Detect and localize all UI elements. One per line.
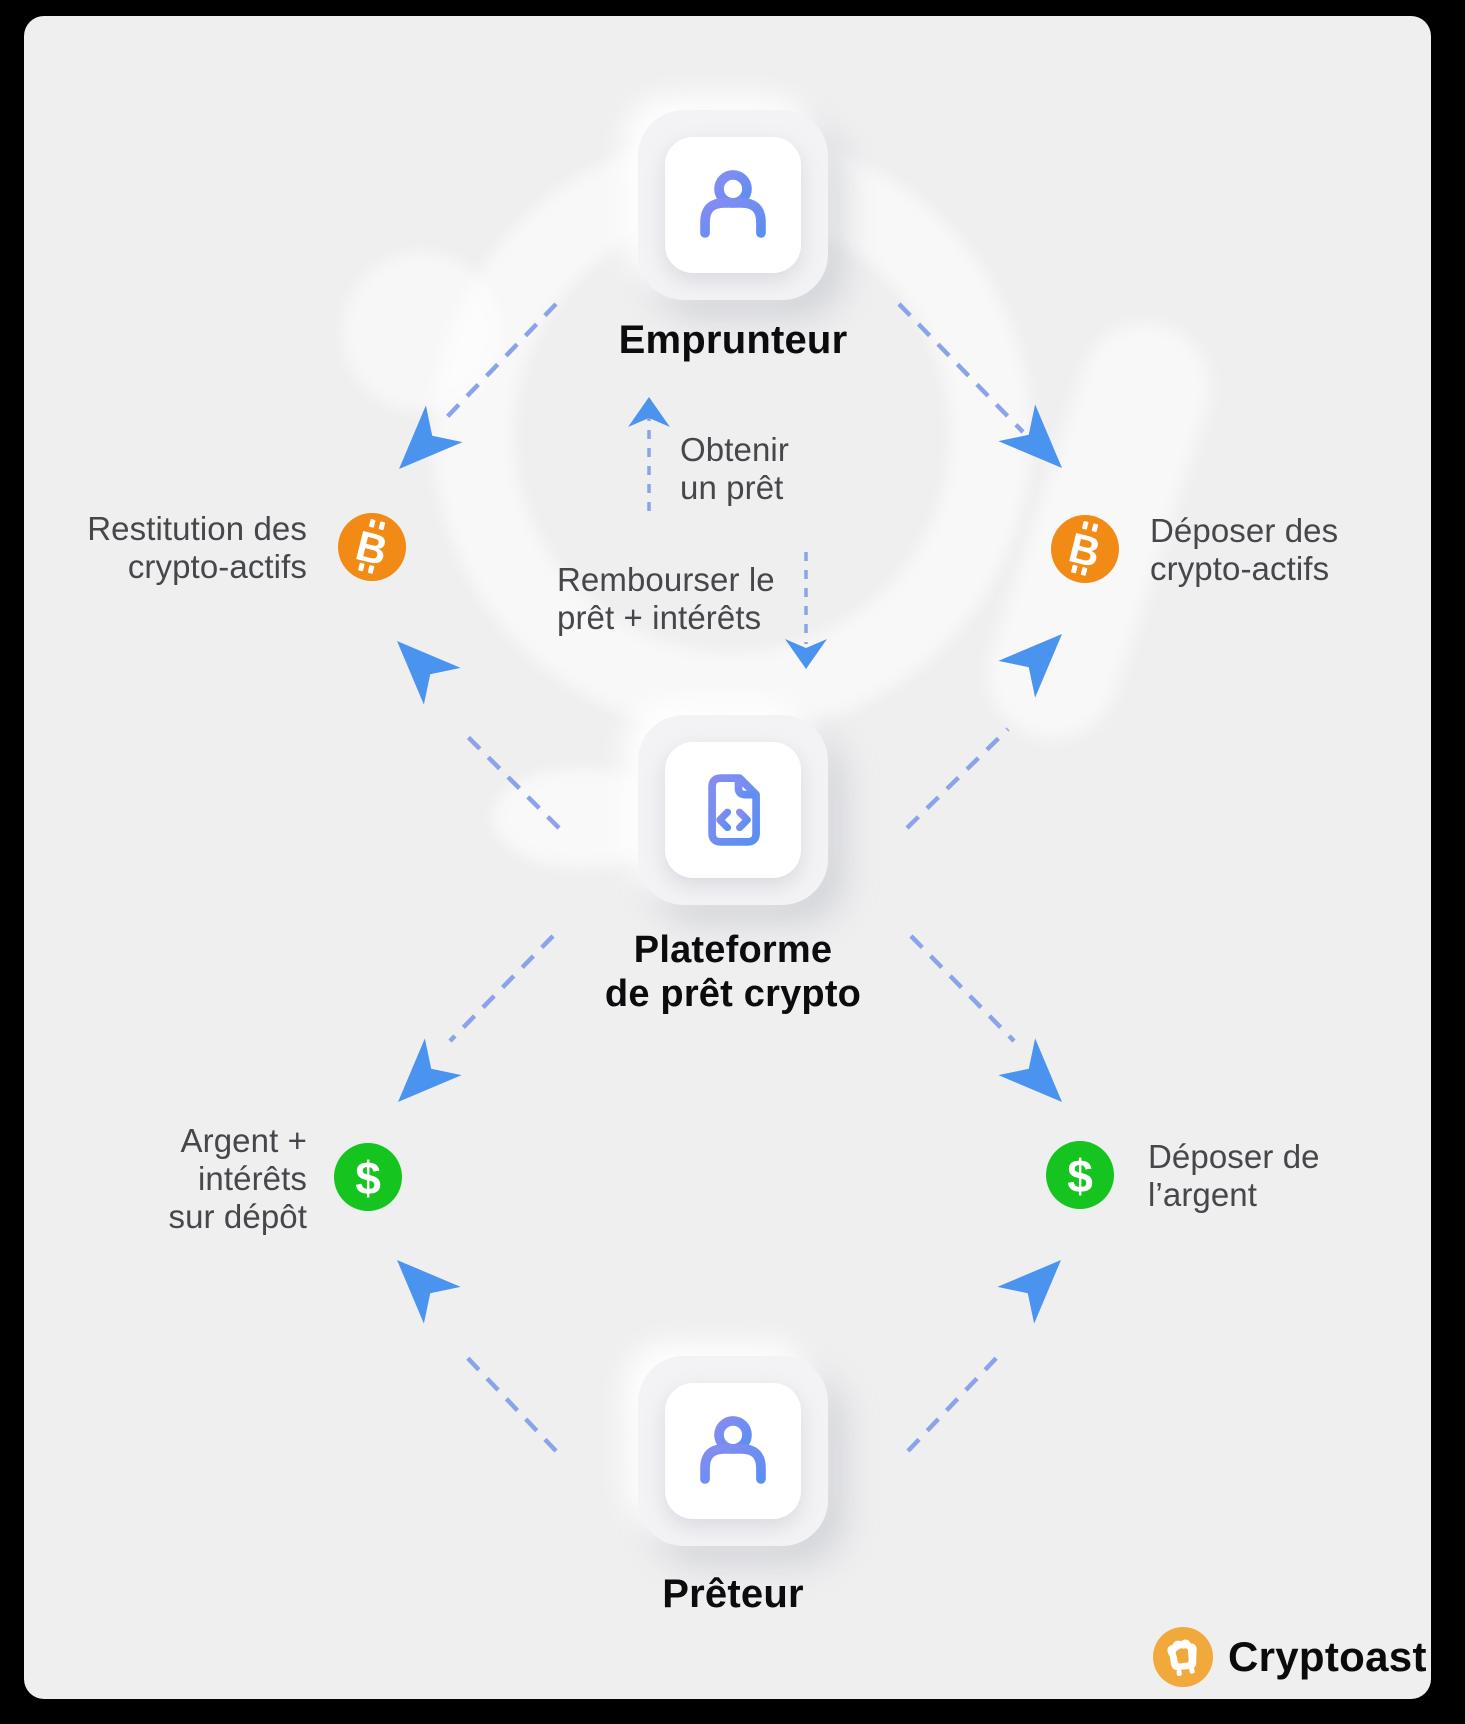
restitution-line2: crypto-actifs bbox=[127, 548, 307, 585]
toast-icon bbox=[1153, 1627, 1213, 1687]
brand-name: Cryptoast bbox=[1228, 1633, 1427, 1680]
dollar-icon: $ bbox=[1046, 1141, 1114, 1209]
deposit-money-line1: Déposer de bbox=[1148, 1138, 1320, 1175]
restitution-caption: Restitution des crypto-actifs bbox=[60, 510, 307, 586]
deposit-crypto-line1: Déposer des bbox=[1150, 512, 1339, 549]
get-loan-line2: un prêt bbox=[680, 469, 784, 506]
borrower-card bbox=[665, 137, 801, 273]
platform-label-line1: Plateforme bbox=[633, 929, 833, 971]
platform-card bbox=[665, 742, 801, 878]
code-document-icon bbox=[708, 774, 760, 846]
lender-label: Prêteur bbox=[662, 1572, 804, 1616]
user-icon bbox=[700, 1416, 766, 1484]
cryptoast-logo: Cryptoast bbox=[1152, 1626, 1427, 1688]
deposit-money-caption: Déposer de l’argent bbox=[1148, 1138, 1320, 1214]
deposit-crypto-caption: Déposer des crypto-actifs bbox=[1150, 512, 1338, 588]
deposit-money-line2: l’argent bbox=[1148, 1176, 1258, 1213]
svg-text:$: $ bbox=[355, 1152, 381, 1204]
lender-node bbox=[638, 1356, 828, 1546]
platform-label-line2: de prêt crypto bbox=[604, 973, 862, 1015]
get-loan-line1: Obtenir bbox=[680, 431, 789, 468]
bitcoin-icon: B bbox=[338, 513, 406, 581]
bitcoin-icon: B bbox=[1051, 515, 1119, 583]
lender-card bbox=[665, 1383, 801, 1519]
money-interest-line2: intérêts bbox=[197, 1160, 307, 1197]
repay-loan-line2: prêt + intérêts bbox=[557, 599, 762, 636]
restitution-line1: Restitution des bbox=[87, 510, 307, 547]
money-interest-caption: Argent + intérêts sur dépôt bbox=[60, 1122, 307, 1236]
get-loan-caption: Obtenir un prêt bbox=[680, 431, 789, 507]
repay-loan-caption: Rembourser le prêt + intérêts bbox=[557, 561, 775, 637]
money-interest-line3: sur dépôt bbox=[168, 1198, 307, 1235]
svg-text:$: $ bbox=[1067, 1150, 1093, 1202]
money-interest-line1: Argent + bbox=[180, 1122, 307, 1159]
repay-loan-line1: Rembourser le bbox=[557, 561, 775, 598]
user-icon bbox=[700, 170, 766, 238]
dollar-icon: $ bbox=[334, 1143, 402, 1211]
borrower-label: Emprunteur bbox=[618, 318, 848, 362]
watermark-blob bbox=[342, 252, 502, 412]
platform-label: Plateforme de prêt crypto bbox=[533, 928, 933, 1016]
platform-node bbox=[638, 715, 828, 905]
deposit-crypto-line2: crypto-actifs bbox=[1150, 550, 1330, 587]
borrower-node bbox=[638, 110, 828, 300]
